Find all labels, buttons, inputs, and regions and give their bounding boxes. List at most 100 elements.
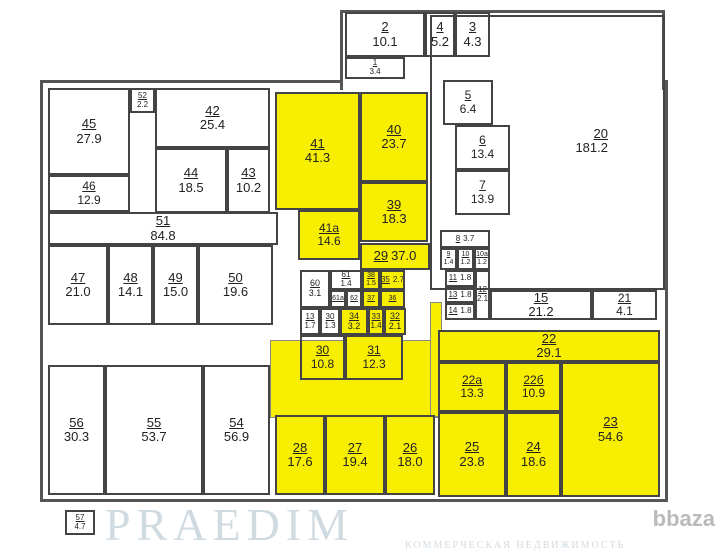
room-area: 2.7 — [392, 274, 405, 284]
room-number: 55 — [146, 414, 162, 430]
room-number: 14 — [448, 306, 458, 316]
room-number: 50 — [228, 269, 243, 285]
room-number: 10a — [476, 251, 488, 259]
room-area: 25.4 — [199, 117, 226, 132]
room-area: 1.4 — [340, 279, 352, 288]
room-number: 49 — [168, 269, 183, 285]
room-area: 19.6 — [222, 284, 249, 299]
room-number: 41a — [318, 220, 340, 235]
room-area: 30.3 — [63, 429, 90, 444]
room-area: 2.1 — [476, 294, 489, 303]
room-area: 1.3 — [324, 320, 336, 330]
room-number: 54 — [229, 414, 244, 430]
room-area: 1.2 — [477, 259, 487, 266]
room-number: 46 — [82, 179, 96, 194]
room-number: 51 — [155, 213, 171, 229]
room-area: 18.3 — [381, 211, 407, 226]
room-area: 18.6 — [520, 453, 547, 469]
room-number: 28 — [292, 439, 308, 455]
room-area: 1.8 — [460, 289, 472, 299]
room-number: 22a — [461, 372, 483, 387]
room-area: 13.4 — [470, 146, 495, 161]
room-area: 181.2 — [575, 140, 608, 156]
room-number: 8 — [455, 233, 461, 243]
watermark-tagline: КОММЕРЧЕСКАЯ НЕДВИЖИМОСТЬ — [405, 540, 626, 551]
room-area: 23.7 — [381, 136, 407, 151]
room-area: 41.3 — [304, 150, 331, 165]
room-number: 9 — [446, 251, 451, 259]
room-area: 10.1 — [372, 33, 398, 49]
room-area: 29.1 — [536, 345, 562, 360]
room-number: 52 — [138, 90, 147, 100]
room-area: 18.5 — [178, 179, 204, 195]
room-number: 60 — [309, 278, 320, 289]
room-number: 27 — [347, 439, 363, 455]
watermark-site: bbaza — [652, 506, 715, 531]
room-number: 22б — [523, 372, 544, 387]
room-number: 57 — [75, 512, 85, 522]
room-area: 2.2 — [136, 99, 149, 109]
room-area: 4.3 — [463, 33, 482, 49]
room-area: 12.3 — [362, 356, 386, 371]
room-area: 3.1 — [308, 288, 322, 298]
room-number: 21 — [617, 290, 632, 305]
room-37: 37 — [362, 290, 380, 308]
room-area: 37.0 — [391, 248, 417, 264]
room-number: 34 — [348, 310, 359, 321]
room-area: 3.4 — [369, 67, 381, 76]
room-area: 53.7 — [141, 429, 167, 444]
room-number: 40 — [386, 121, 402, 137]
room-area: 4.7 — [74, 521, 86, 531]
room-number: 47 — [70, 269, 86, 285]
room-area: 1.4 — [370, 320, 382, 330]
room-number: 61 — [341, 270, 351, 280]
room-61a: 61a — [330, 290, 346, 308]
room-area: 1.7 — [304, 320, 316, 330]
room-number: 30 — [315, 343, 330, 358]
room-number: 23 — [603, 414, 618, 430]
room-number: 3 — [468, 19, 477, 35]
room-area: 18.0 — [397, 454, 423, 469]
room-area: 6.4 — [459, 101, 477, 116]
room-area: 54.6 — [597, 428, 624, 444]
room-area: 15.0 — [162, 284, 189, 299]
room-area: 19.4 — [342, 454, 368, 469]
